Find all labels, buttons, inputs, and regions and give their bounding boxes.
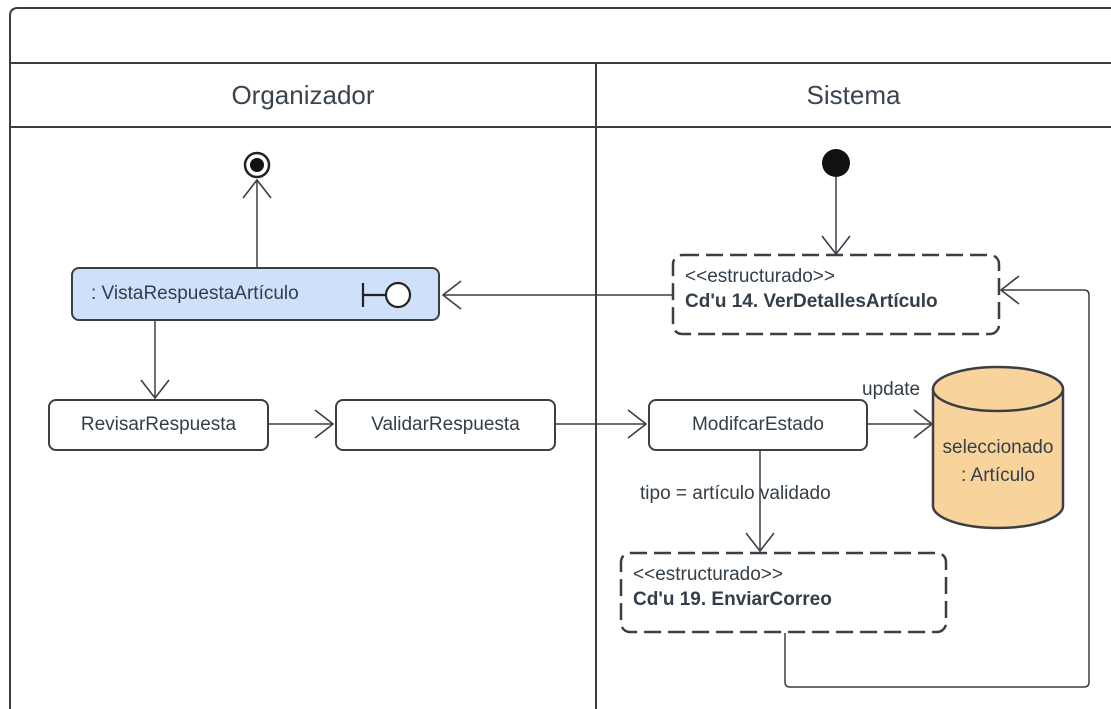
final-node — [243, 151, 271, 179]
datastore-articulo[interactable] — [931, 365, 1065, 530]
validar-respuesta-node[interactable]: ValidarRespuesta — [335, 399, 556, 451]
modificar-estado-node[interactable]: ModifcarEstado — [648, 399, 868, 451]
cdu14-border — [671, 253, 1001, 336]
modificar-label: ModifcarEstado — [691, 414, 824, 435]
cdu14-stereotype: <<estructurado>> — [685, 266, 835, 287]
vista-respuesta-articulo-node[interactable]: : VistaRespuestaArtículo — [71, 267, 440, 321]
datastore-label: seleccionado : Artículo — [926, 434, 1070, 490]
lane-title-sistema: Sistema — [806, 80, 901, 110]
guard-label: tipo = artículo validado — [640, 483, 831, 504]
cdu14-name: Cd'u 14. VerDetallesArtículo — [685, 291, 938, 312]
swimlane-frame — [9, 7, 1111, 709]
datastore-line2: : Artículo — [961, 465, 1035, 486]
lane-title-organizador: Organizador — [231, 80, 375, 110]
cdu19-node[interactable]: <<estructurado>> Cd'u 19. EnviarCorreo — [621, 555, 946, 621]
cdu19-name: Cd'u 19. EnviarCorreo — [633, 589, 832, 610]
cdu19-border — [619, 551, 948, 634]
flow-cdu19-to-cdu14 — [784, 290, 1090, 688]
cdu14-node[interactable]: <<estructurado>> Cd'u 14. VerDetallesArt… — [673, 257, 999, 323]
validar-label: ValidarRespuesta — [371, 414, 520, 435]
revisar-respuesta-node[interactable]: RevisarRespuesta — [48, 399, 269, 451]
vista-label: : VistaRespuestaArtículo — [91, 283, 299, 304]
datastore-line1: seleccionado — [942, 437, 1054, 458]
update-label: update — [862, 379, 921, 400]
boundary-icon — [361, 281, 412, 309]
revisar-label: RevisarRespuesta — [80, 414, 237, 435]
initial-node — [822, 149, 850, 177]
cdu19-stereotype: <<estructurado>> — [633, 564, 783, 585]
